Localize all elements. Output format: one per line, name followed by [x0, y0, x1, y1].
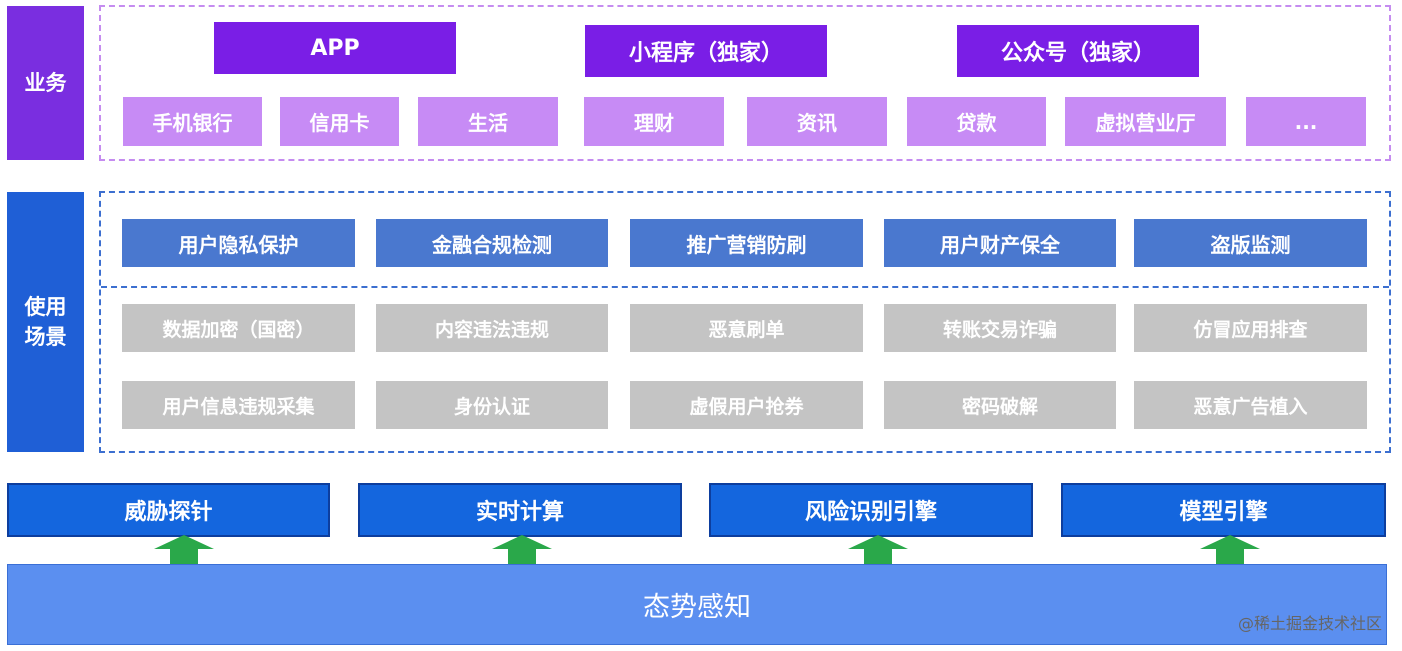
business-item-label: 资讯 — [797, 111, 837, 135]
scenario-highlight-item: 用户财产保全 — [884, 219, 1116, 267]
scenario-item: 身份认证 — [376, 381, 608, 429]
scenario-row-label: 使用 场景 — [7, 192, 84, 452]
business-item-label: 虚拟营业厅 — [1095, 111, 1196, 135]
scenario-item-label: 密码破解 — [961, 395, 1038, 418]
up-arrow-icon — [1200, 535, 1260, 565]
engine-model: 模型引擎 — [1061, 483, 1386, 537]
watermark: @稀土掘金技术社区 — [1237, 614, 1382, 633]
business-label-text: 业务 — [24, 71, 67, 95]
business-item: 虚拟营业厅 — [1065, 97, 1226, 146]
scenario-highlight-item: 用户隐私保护 — [122, 219, 355, 267]
scenario-item-label: 仿冒应用排查 — [1193, 318, 1308, 341]
business-item-label: 信用卡 — [309, 111, 370, 135]
scenario-item: 内容违法违规 — [376, 304, 608, 352]
scenario-label-line2: 场景 — [24, 325, 67, 349]
scenario-highlight-label: 用户隐私保护 — [178, 232, 299, 257]
scenario-item-label: 虚假用户抢券 — [689, 395, 804, 418]
scenario-item: 转账交易诈骗 — [884, 304, 1116, 352]
engine-threat-probe: 威胁探针 — [7, 483, 330, 537]
business-item: 贷款 — [907, 97, 1046, 146]
business-item-label: 贷款 — [956, 111, 997, 135]
scenario-highlight-label: 金融合规检测 — [432, 232, 552, 257]
base-label: 态势感知 — [643, 592, 751, 623]
engine-realtime-compute: 实时计算 — [358, 483, 682, 537]
business-item-label: 生活 — [468, 111, 508, 135]
scenario-highlight-label: 推广营销防刷 — [686, 232, 807, 257]
business-item: 资讯 — [747, 97, 887, 146]
scenario-container — [99, 191, 1391, 453]
engine-label: 风险识别引擎 — [804, 500, 937, 525]
business-primary-label: 公众号（独家） — [1000, 41, 1155, 66]
scenario-item: 恶意刷单 — [630, 304, 863, 352]
business-item: ... — [1246, 97, 1366, 146]
business-primary-label: APP — [310, 35, 360, 61]
business-row-label: 业务 — [7, 6, 84, 160]
scenario-item: 虚假用户抢券 — [630, 381, 863, 429]
scenario-item: 数据加密（国密） — [122, 304, 355, 352]
engine-label: 实时计算 — [475, 500, 564, 525]
scenario-divider — [101, 286, 1389, 288]
scenario-item-label: 身份认证 — [453, 395, 530, 418]
business-item-label: ... — [1294, 109, 1318, 134]
scenario-item-label: 恶意广告植入 — [1193, 395, 1308, 418]
business-item: 生活 — [418, 97, 558, 146]
scenario-label-line1: 使用 — [24, 295, 67, 319]
scenario-highlight-label: 用户财产保全 — [940, 232, 1060, 257]
business-item-label: 手机银行 — [152, 111, 233, 135]
scenario-item-label: 用户信息违规采集 — [162, 395, 315, 418]
business-primary-app: APP — [214, 22, 456, 74]
scenario-highlight-item: 盗版监测 — [1134, 219, 1367, 267]
scenario-highlight-item: 推广营销防刷 — [630, 219, 863, 267]
scenario-item: 密码破解 — [884, 381, 1116, 429]
business-primary-miniprogram: 小程序（独家） — [585, 25, 827, 77]
scenario-item: 仿冒应用排查 — [1134, 304, 1367, 352]
up-arrow-icon — [154, 535, 214, 565]
business-item-label: 理财 — [634, 111, 674, 135]
business-item: 手机银行 — [123, 97, 262, 146]
business-container — [99, 5, 1391, 161]
scenario-highlight-item: 金融合规检测 — [376, 219, 608, 267]
up-arrow-icon — [492, 535, 552, 565]
scenario-item: 用户信息违规采集 — [122, 381, 355, 429]
scenario-item-label: 数据加密（国密） — [162, 318, 315, 341]
business-primary-label: 小程序（独家） — [628, 41, 783, 66]
scenario-item: 恶意广告植入 — [1134, 381, 1367, 429]
engine-label: 威胁探针 — [124, 500, 213, 525]
scenario-item-label: 恶意刷单 — [708, 318, 785, 341]
up-arrow-icon — [848, 535, 908, 565]
situation-awareness-base: 态势感知 — [7, 564, 1387, 645]
engine-label: 模型引擎 — [1179, 500, 1268, 525]
business-item: 理财 — [584, 97, 724, 146]
business-item: 信用卡 — [280, 97, 399, 146]
business-primary-official-account: 公众号（独家） — [957, 25, 1199, 77]
scenario-item-label: 转账交易诈骗 — [942, 318, 1057, 341]
engine-risk-recognition: 风险识别引擎 — [709, 483, 1033, 537]
scenario-highlight-label: 盗版监测 — [1210, 232, 1291, 257]
scenario-item-label: 内容违法违规 — [434, 318, 549, 341]
